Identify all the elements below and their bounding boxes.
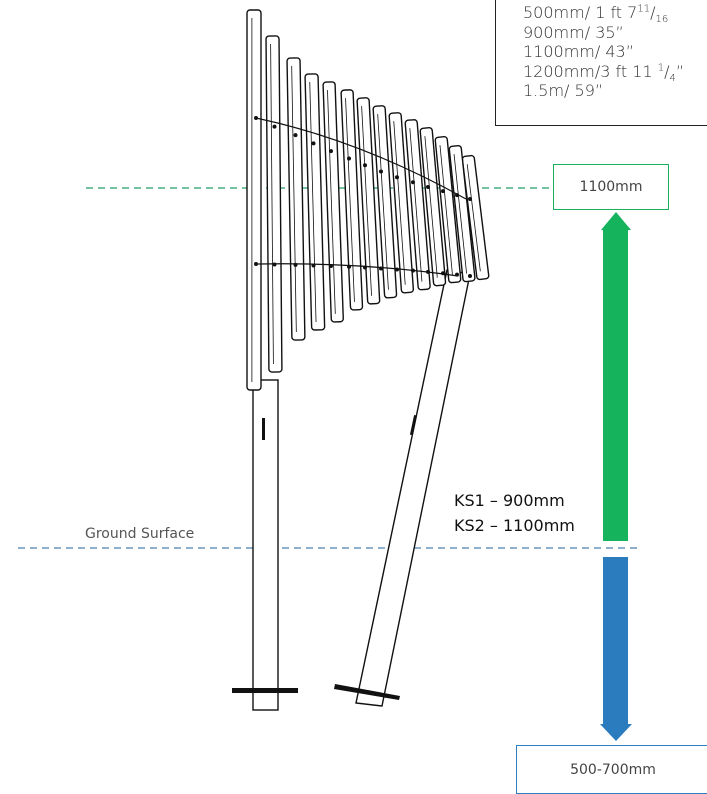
xylophone-bar [448,144,476,283]
legend-sub: 16 [655,14,669,26]
rivet [329,149,333,154]
xylophone-bar [286,57,306,341]
rivet [426,184,430,189]
xylophone-bar [434,135,462,284]
rivet [468,197,472,201]
legend-line: 1200mm/3 ft 11 1/4” [523,61,707,84]
rivet [411,180,415,185]
arrow-up-icon [601,212,631,541]
upper-rail [255,117,467,200]
above-ground-height-label: 1100mm [579,179,643,195]
legend-main: 900mm/ 35” [523,22,624,42]
rivet [395,175,399,180]
rivet [329,264,333,269]
xylophone-bar [246,9,262,391]
rivet [468,274,472,278]
rivet [272,124,277,129]
xylophone-bar [461,154,490,281]
xylophone-bar [340,89,364,311]
below-ground-depth-box: 500-700mm [516,745,707,794]
xylophone-bar [404,119,431,291]
rivet [293,133,298,138]
rivet [441,189,445,194]
ground-surface-label: Ground Surface [85,526,195,542]
right-post [334,269,471,707]
legend-sub: 4 [669,72,676,84]
above-ground-height-box: 1100mm [553,164,669,210]
rivet [311,263,316,268]
rivet [411,268,415,273]
rivet [441,271,445,276]
rivet [347,156,351,161]
legend-main: 500mm/ 1 ft 7 [523,3,638,22]
legend-main: 1.5m/ 59” [523,81,604,100]
rivet [347,264,351,269]
rivet [426,269,430,274]
legend-tail: ” [675,61,685,81]
xylophone-bar [322,81,344,323]
xylophone-bar [356,97,381,305]
legend-main: 1100mm/ 43” [523,42,635,61]
rivet [379,266,383,271]
legend-main: 1200mm/3 ft 11 [523,61,658,81]
rivet [455,272,459,277]
rivet [455,193,459,198]
xylophone-bar [265,35,283,373]
bar-rivets [254,116,472,278]
rivet [379,169,383,174]
legend-line: 1100mm/ 43” [523,42,707,62]
xylophone-bar [419,127,447,287]
lower-rail [257,263,459,277]
legend-sep: / [650,3,656,22]
rivet [254,116,258,120]
below-ground-depth-label: 500-700mm [570,761,656,778]
legend-sup: 1 [657,62,665,74]
ks1-height-label: KS1 – 900mm [454,491,565,510]
legend-line: 900mm/ 35” [523,23,707,43]
rivet [293,262,298,267]
rivet [311,141,316,146]
left-post [232,379,298,711]
legend-line: 500mm/ 1 ft 711/16 [523,3,707,26]
legend-sep: / [664,61,670,81]
rivet [395,267,399,272]
rivet [272,262,277,267]
rivet [363,265,367,270]
xylophone-bar [304,73,326,331]
xylophone-bar [388,112,415,294]
rivet [363,163,367,168]
xylophone-bar [372,105,398,299]
xylophone-bars [246,9,490,391]
legend-sup: 11 [637,3,651,15]
rivet [254,262,258,266]
legend-line: 1.5m/ 59” [523,81,707,101]
arrow-down-icon [600,557,632,741]
ks2-height-label: KS2 – 1100mm [454,516,575,535]
